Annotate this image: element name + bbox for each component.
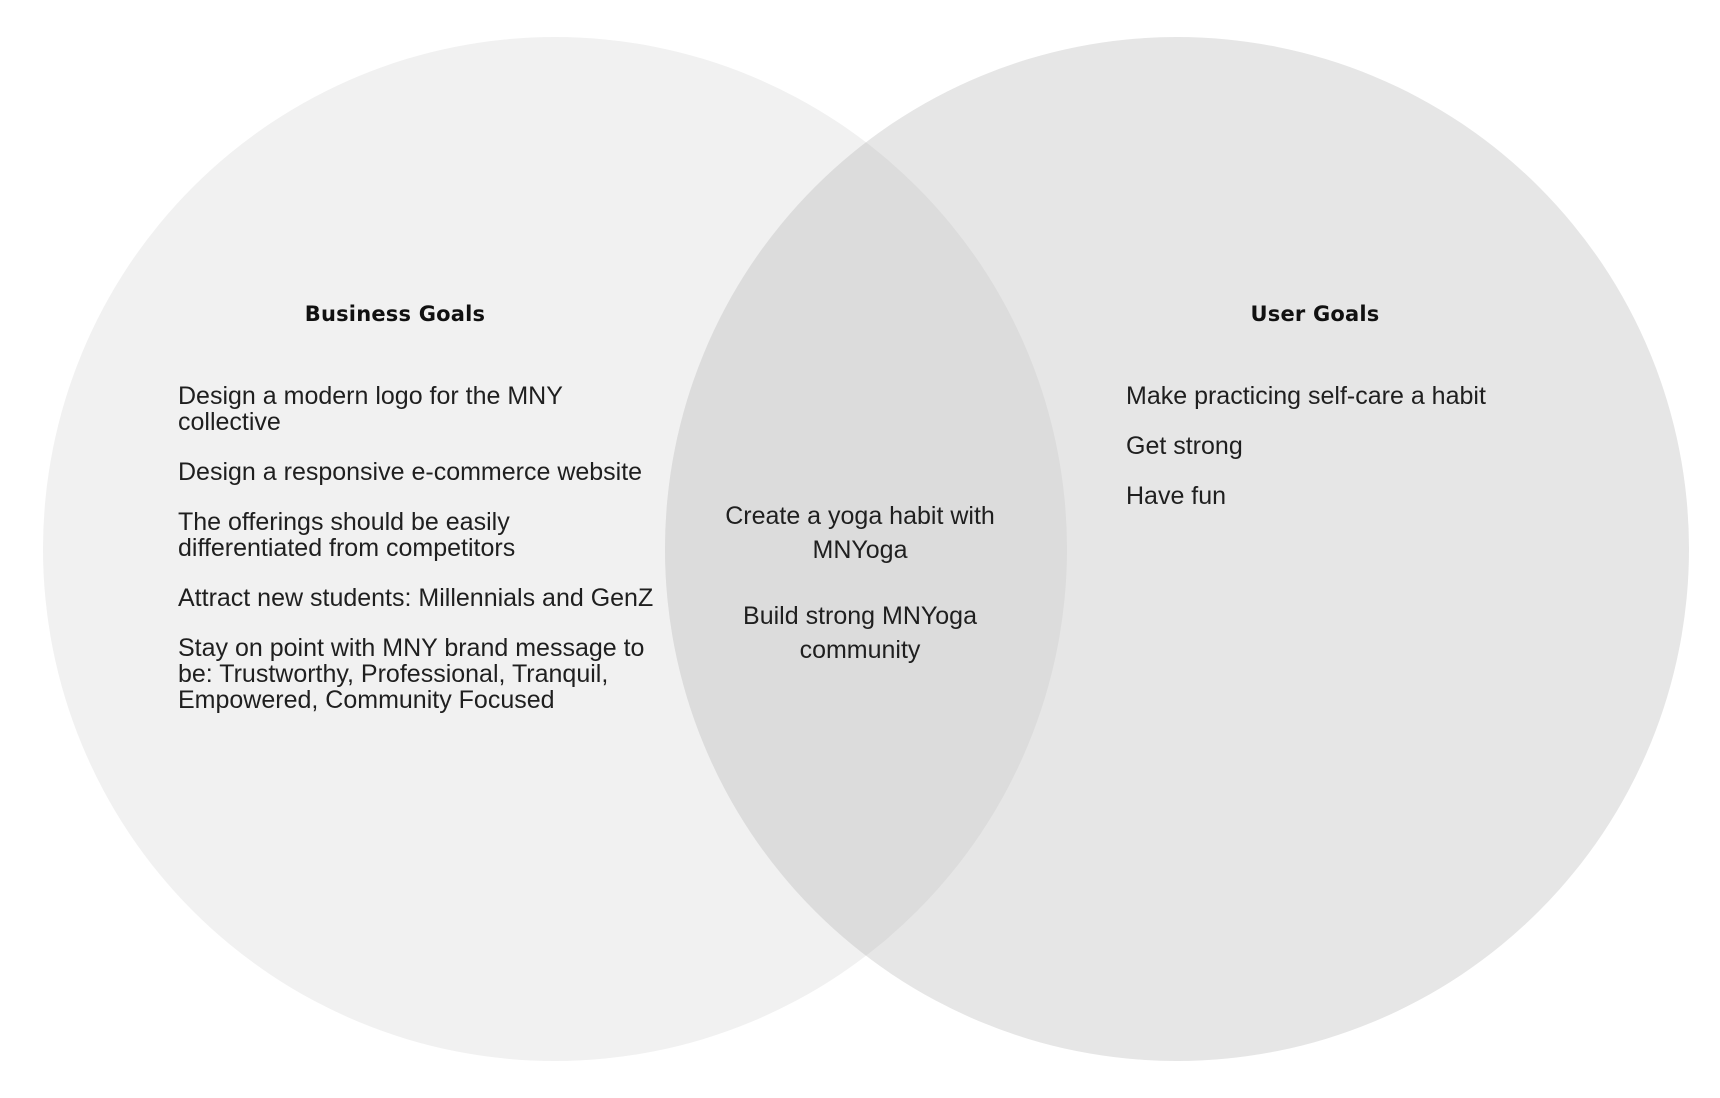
user-goal-item: Get strong [1126,432,1243,460]
business-goal-item: Stay on point with MNY brand message to … [178,634,645,714]
shared-goal-item: Create a yoga habit with MNYoga [725,502,995,564]
user-goals-heading: User Goals [1250,302,1380,326]
shared-goal-item: Build strong MNYoga community [743,602,977,664]
business-goal-item: The offerings should be easily different… [178,508,516,562]
business-goals-list: Design a modern logo for the MNY collect… [178,383,658,737]
user-goal-item: Make practicing self-care a habit [1126,382,1486,410]
shared-goals-list: Create a yoga habit with MNYoga Build st… [690,499,1030,699]
business-goals-heading: Business Goals [304,302,486,326]
user-goals-list: Make practicing self-care a habit Get st… [1126,383,1566,533]
business-goal-item: Attract new students: Millennials and Ge… [178,584,654,612]
business-goal-item: Design a responsive e-commerce website [178,458,643,486]
business-goal-item: Design a modern logo for the MNY collect… [178,382,563,436]
user-goal-item: Have fun [1126,482,1227,510]
shared-goals-overlap [665,37,1067,1061]
